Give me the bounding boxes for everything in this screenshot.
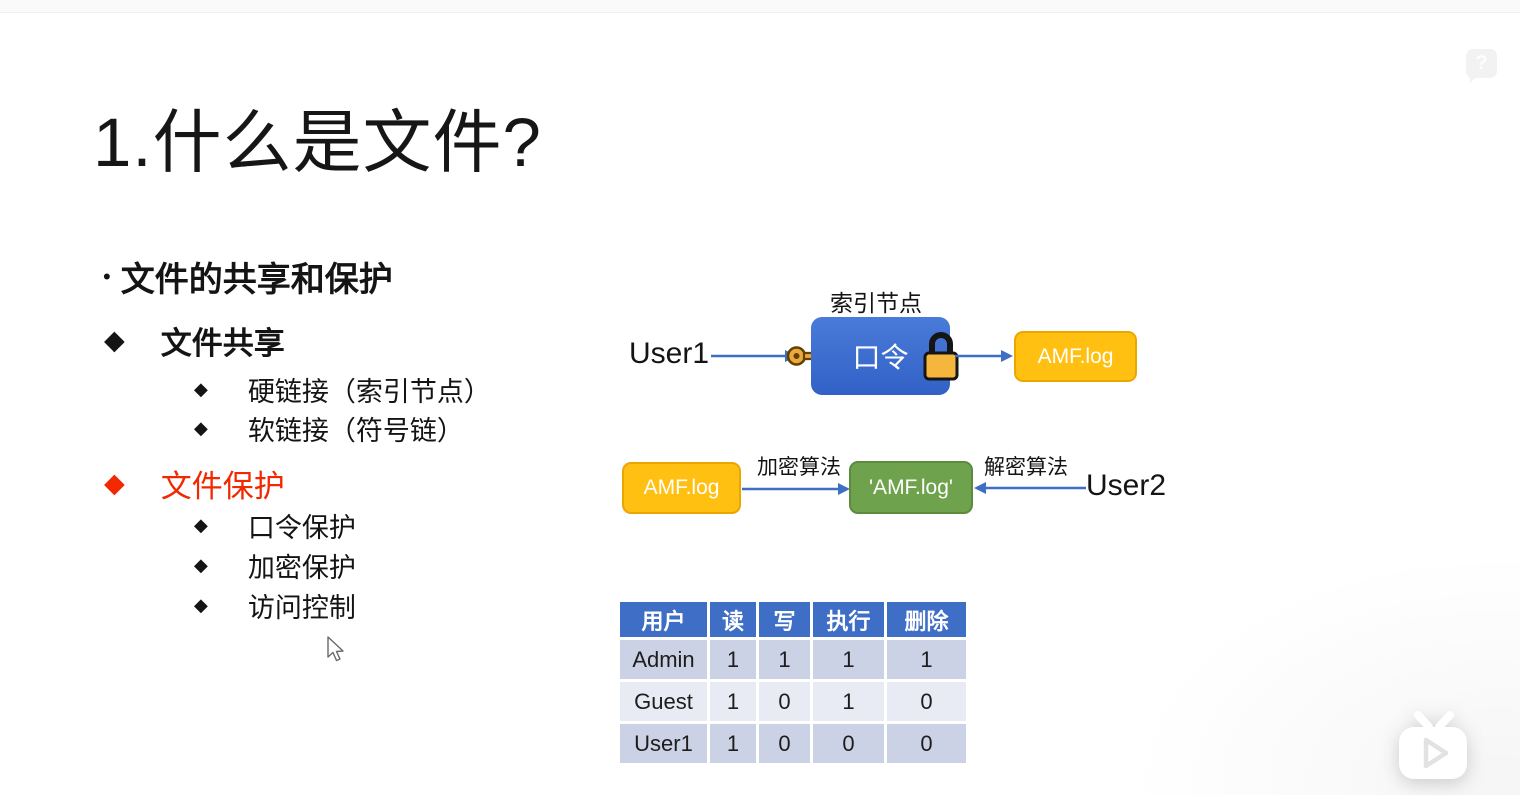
arrow-user1-to-password (711, 350, 797, 362)
index-node-label: 索引节点 (830, 290, 922, 316)
outline-item-password-protection: ◆ 口令保护 (194, 513, 356, 543)
bullet-dot-icon: • (103, 263, 111, 289)
diamond-bullet-icon: ◆ (104, 468, 125, 498)
arrow-encrypt (742, 483, 850, 495)
acl-header-cell: 删除 (887, 602, 966, 637)
diamond-bullet-icon: ◆ (194, 595, 208, 615)
help-bubble-button[interactable]: ? (1466, 49, 1497, 83)
page-title: 1.什么是文件? (93, 104, 542, 181)
acl-cell: 1 (710, 724, 756, 763)
outline-item-encryption-protection: ◆ 加密保护 (194, 553, 356, 583)
outline-item-access-control: ◆ 访问控制 (194, 593, 356, 623)
acl-cell: 0 (759, 724, 810, 763)
outline-item-soft-link: ◆ 软链接（符号链） (194, 416, 464, 446)
acl-header-cell: 读 (710, 602, 756, 637)
user1-label: User1 (629, 337, 710, 370)
acl-header-cell: 执行 (813, 602, 884, 637)
diamond-bullet-icon: ◆ (104, 325, 125, 355)
acl-cell: Admin (620, 640, 707, 679)
acl-header-cell: 写 (759, 602, 810, 637)
diamond-bullet-icon: ◆ (194, 515, 208, 535)
outline-item-hard-link: ◆ 硬链接（索引节点） (194, 377, 491, 407)
encrypted-file-box: 'AMF.log' (849, 461, 973, 514)
outline-item-file-protection: ◆ 文件保护 (104, 468, 285, 504)
file-box-amf-log: AMF.log (1014, 331, 1137, 382)
acl-cell: 0 (887, 682, 966, 721)
diamond-bullet-icon: ◆ (194, 418, 208, 438)
acl-header-cell: 用户 (620, 602, 707, 637)
decrypt-algorithm-label: 解密算法 (984, 456, 1068, 479)
help-question-icon: ? (1475, 52, 1488, 74)
top-band (0, 0, 1520, 13)
arrow-decrypt (974, 482, 1086, 494)
acl-cell: 1 (710, 682, 756, 721)
acl-cell: User1 (620, 724, 707, 763)
acl-cell: 1 (887, 640, 966, 679)
outline-item-sharing-protection: • 文件的共享和保护 (103, 261, 393, 299)
acl-cell: 1 (710, 640, 756, 679)
mouse-cursor-icon (327, 636, 344, 662)
source-file-box: AMF.log (622, 462, 741, 514)
acl-cell: 0 (813, 724, 884, 763)
acl-cell: 1 (813, 640, 884, 679)
acl-cell: 0 (887, 724, 966, 763)
outline-item-file-sharing: ◆ 文件共享 (104, 325, 285, 361)
acl-cell: 0 (759, 682, 810, 721)
lock-icon (923, 332, 959, 381)
acl-cell: 1 (813, 682, 884, 721)
diamond-bullet-icon: ◆ (194, 555, 208, 575)
diamond-bullet-icon: ◆ (194, 379, 208, 399)
arrow-lock-to-file (955, 350, 1013, 362)
encrypt-algorithm-label: 加密算法 (757, 456, 841, 479)
acl-cell: Guest (620, 682, 707, 721)
acl-cell: 1 (759, 640, 810, 679)
user2-label: User2 (1086, 469, 1167, 502)
tv-play-button[interactable] (1391, 707, 1475, 785)
